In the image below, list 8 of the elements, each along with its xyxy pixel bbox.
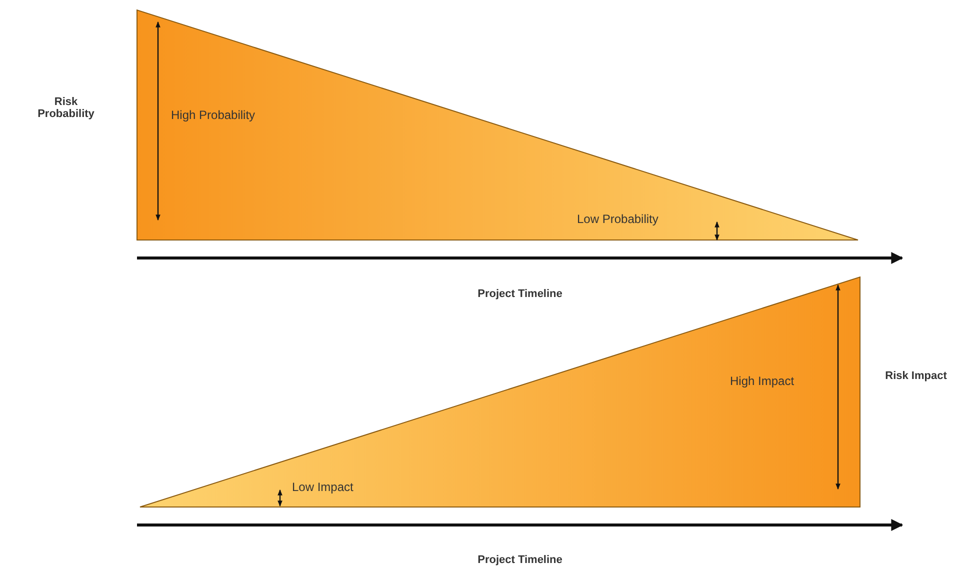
area-label: High Probability [171,108,256,122]
area-label: Low Probability [577,212,658,226]
area-label: Low Impact [292,480,354,494]
area-label: High Impact [730,374,794,388]
axis-label: Project Timeline [476,288,564,300]
axis-label: Risk Probability [36,96,96,120]
axis-label: Project Timeline [476,554,564,566]
axis-label: Risk Impact [884,370,948,382]
